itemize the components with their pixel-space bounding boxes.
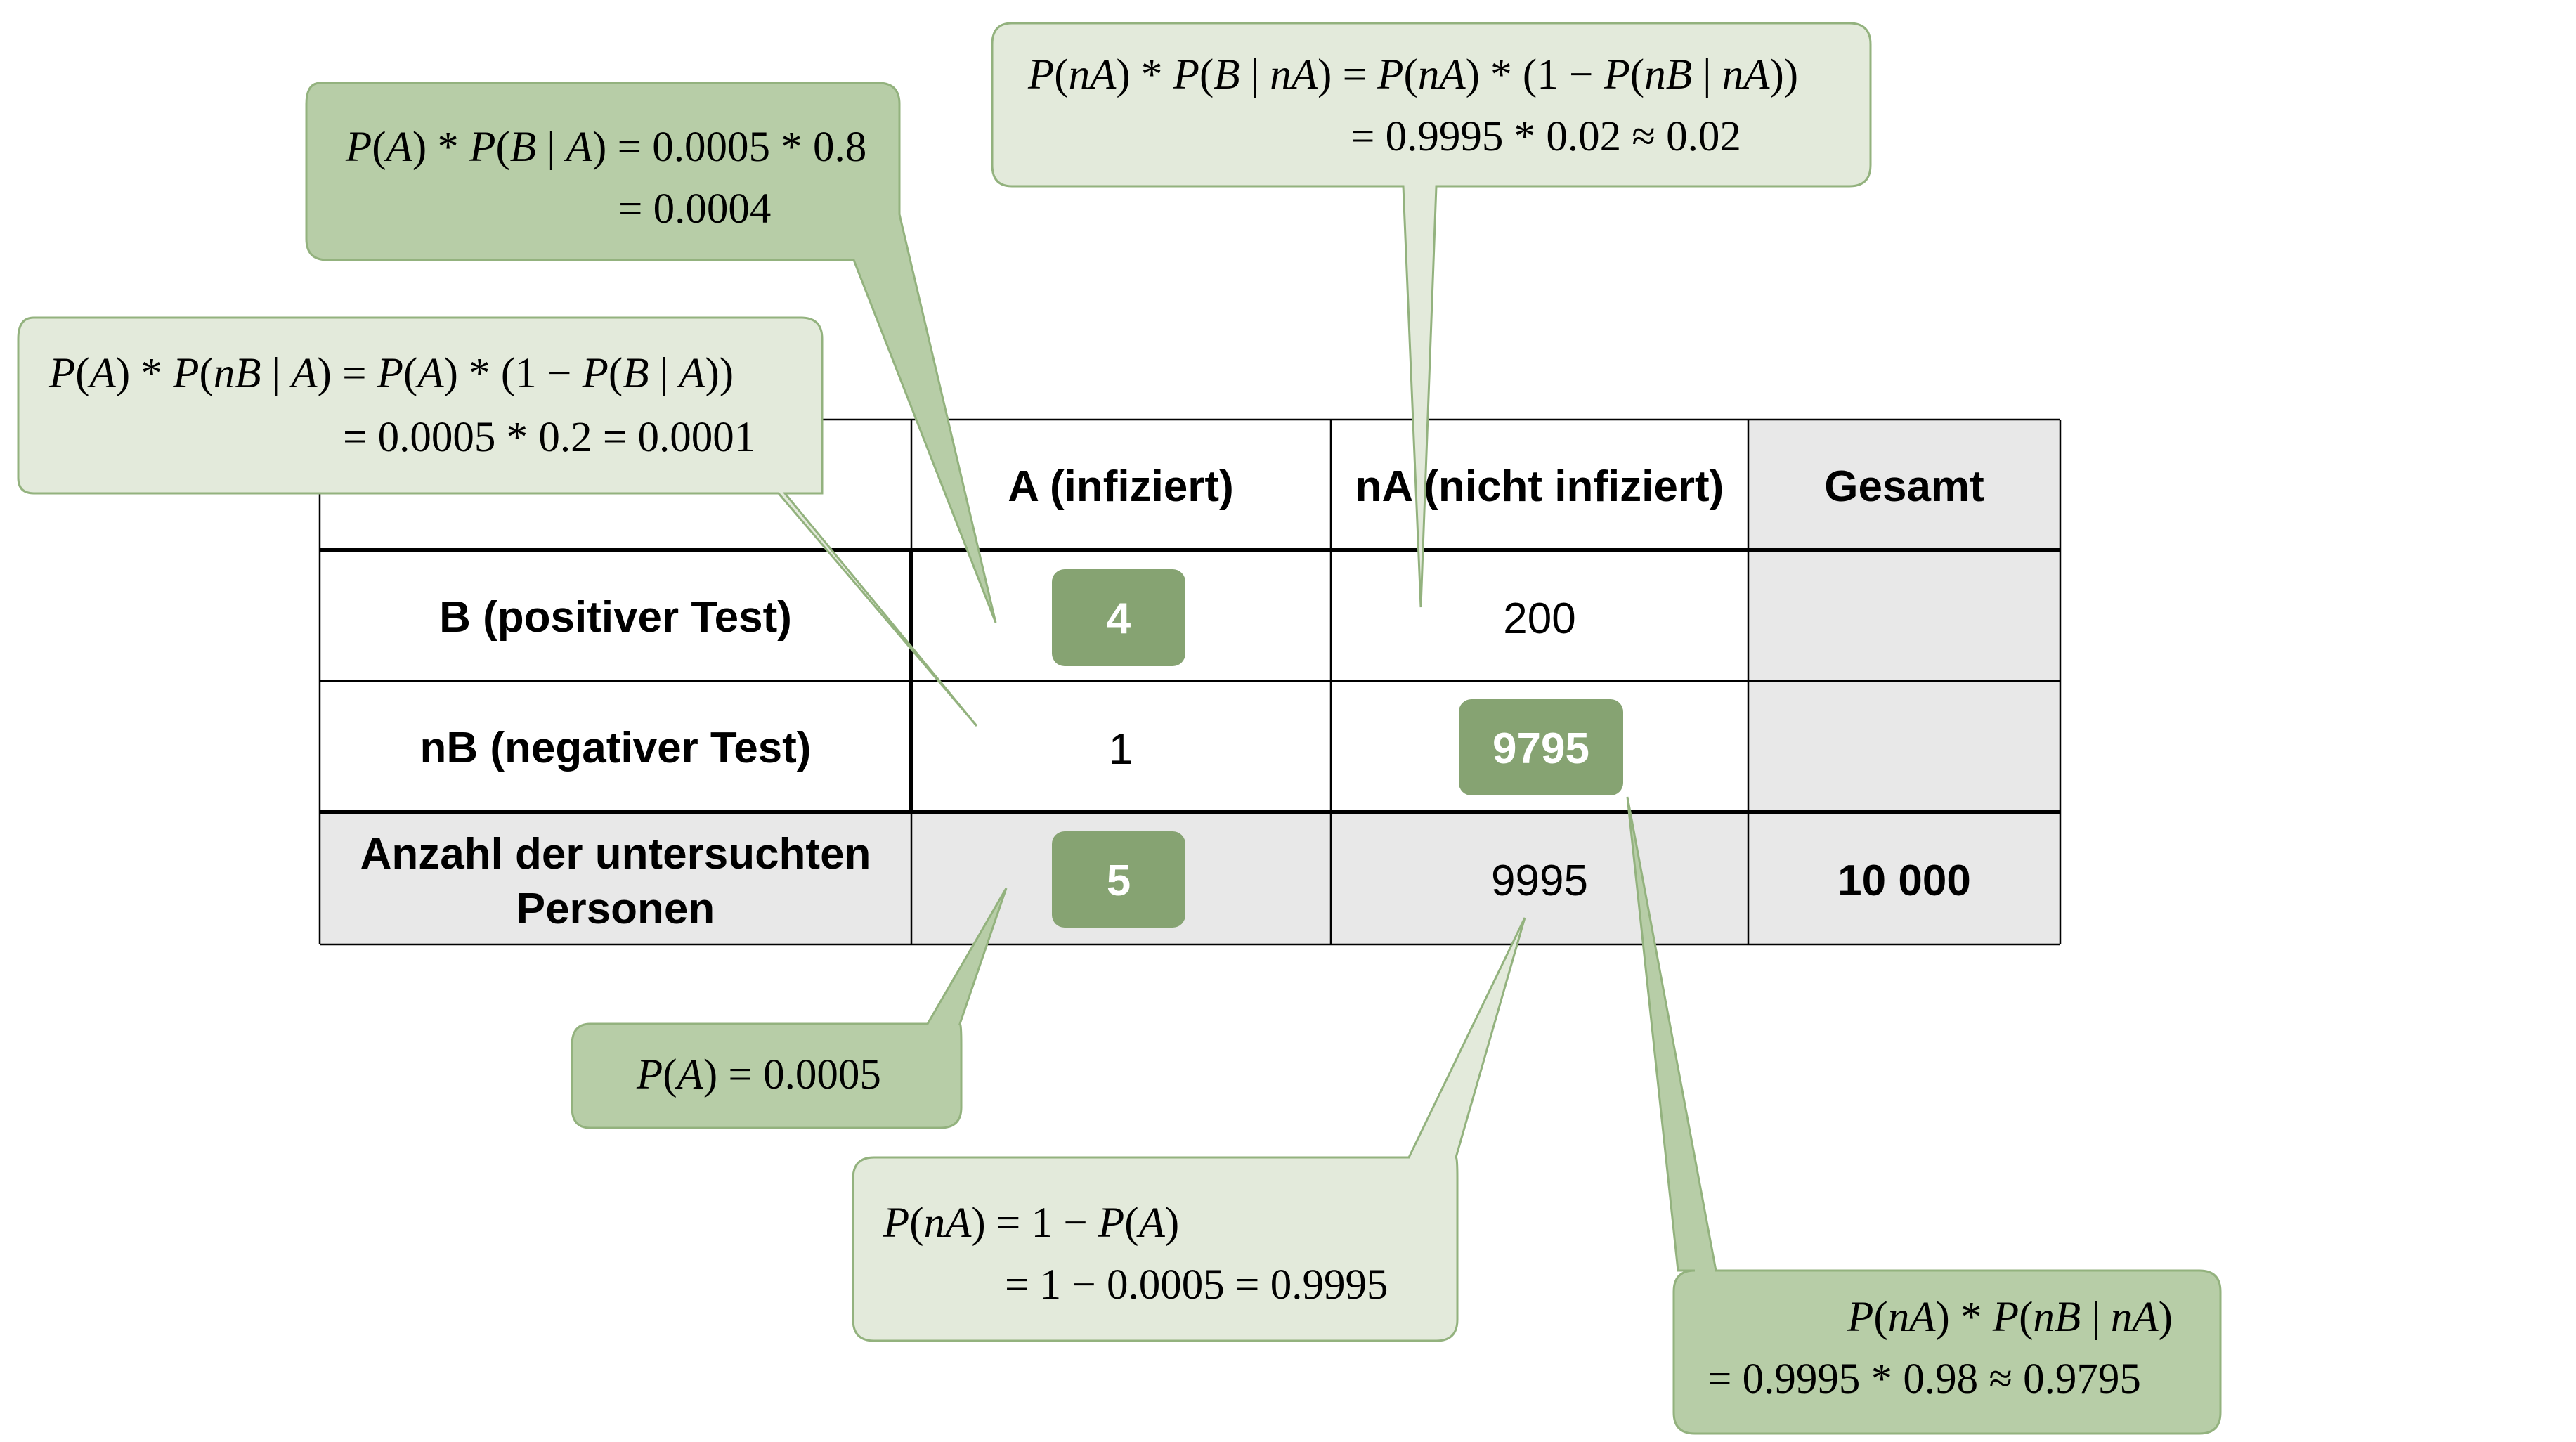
header-not-infected: nA (nicht infiziert)	[1355, 462, 1724, 511]
cell-b-infected: 4	[1107, 595, 1131, 643]
callout-pa-pba-line1: P(A) * P(B | A) = 0.0005 * 0.8	[345, 124, 866, 171]
callout-pna-pnbna-line2: = 0.9995 * 0.98 ≈ 0.9795	[1707, 1356, 2141, 1403]
cell-sum-infected: 5	[1107, 857, 1131, 905]
total-b-cell	[1748, 550, 2060, 681]
row-label-total-line1: Anzahl der untersuchten	[360, 830, 871, 878]
cell-nb-infected: 1	[1109, 725, 1133, 774]
badge-b-infected	[1052, 569, 1185, 666]
cell-sum-not-infected: 9995	[1491, 857, 1588, 905]
header-total: Gesamt	[1824, 462, 1984, 511]
row-label-negative-test: nB (negativer Test)	[420, 724, 812, 772]
callout-pa-pnba: P(A) * P(nB | A) = P(A) * (1 − P(B | A))…	[17, 316, 978, 727]
cell-b-not-infected: 200	[1503, 595, 1575, 643]
sum-row-background	[320, 812, 2060, 944]
row-label-positive-test: B (positiver Test)	[439, 593, 792, 642]
callout-pna-pbna: P(nA) * P(B | nA) = P(nA) * (1 − P(nB | …	[991, 22, 1872, 608]
badge-nb-not-infected	[1459, 699, 1623, 795]
total-nb-cell	[1748, 681, 2060, 812]
callout-pna-line1: P(nA) = 1 − P(A)	[883, 1200, 1179, 1247]
cell-sum-total: 10 000	[1837, 857, 1971, 905]
callout-pna-line2: = 1 − 0.0005 = 0.9995	[1005, 1261, 1388, 1308]
callout-pna-pbna-line2: = 0.9995 * 0.02 ≈ 0.02	[1351, 113, 1741, 160]
contingency-table: A (infiziert) nA (nicht infiziert) Gesam…	[318, 418, 2062, 946]
row-label-total-line2: Personen	[516, 885, 715, 933]
header-total-cell	[1748, 420, 2060, 550]
callout-pna-pnbna-line1: P(nA) * P(nB | nA)	[1847, 1294, 2173, 1341]
cell-nb-not-infected: 9795	[1492, 725, 1589, 773]
callout-pa-pba: P(A) * P(B | A) = 0.0005 * 0.8 = 0.0004	[305, 82, 997, 623]
callout-pna: P(nA) = 1 − P(A) = 1 − 0.0005 = 0.9995	[852, 917, 1526, 1342]
callout-pa-line1: P(A) = 0.0005	[636, 1051, 881, 1098]
badge-total-infected	[1052, 831, 1185, 928]
table-thick-lines	[320, 548, 2060, 814]
header-infected: A (infiziert)	[1008, 462, 1233, 511]
callout-pa-pnba-line2: = 0.0005 * 0.2 = 0.0001	[343, 414, 755, 461]
callout-pa-pba-line2: = 0.0004	[618, 186, 771, 233]
callout-pna-pnbna: P(nA) * P(nB | nA) = 0.9995 * 0.98 ≈ 0.9…	[1626, 796, 2222, 1435]
callout-pa-pnba-line1: P(A) * P(nB | A) = P(A) * (1 − P(B | A))	[48, 350, 734, 397]
callout-pna-pbna-line1: P(nA) * P(B | nA) = P(nA) * (1 − P(nB | …	[1027, 51, 1798, 98]
callout-pa: P(A) = 0.0005	[571, 888, 1008, 1129]
